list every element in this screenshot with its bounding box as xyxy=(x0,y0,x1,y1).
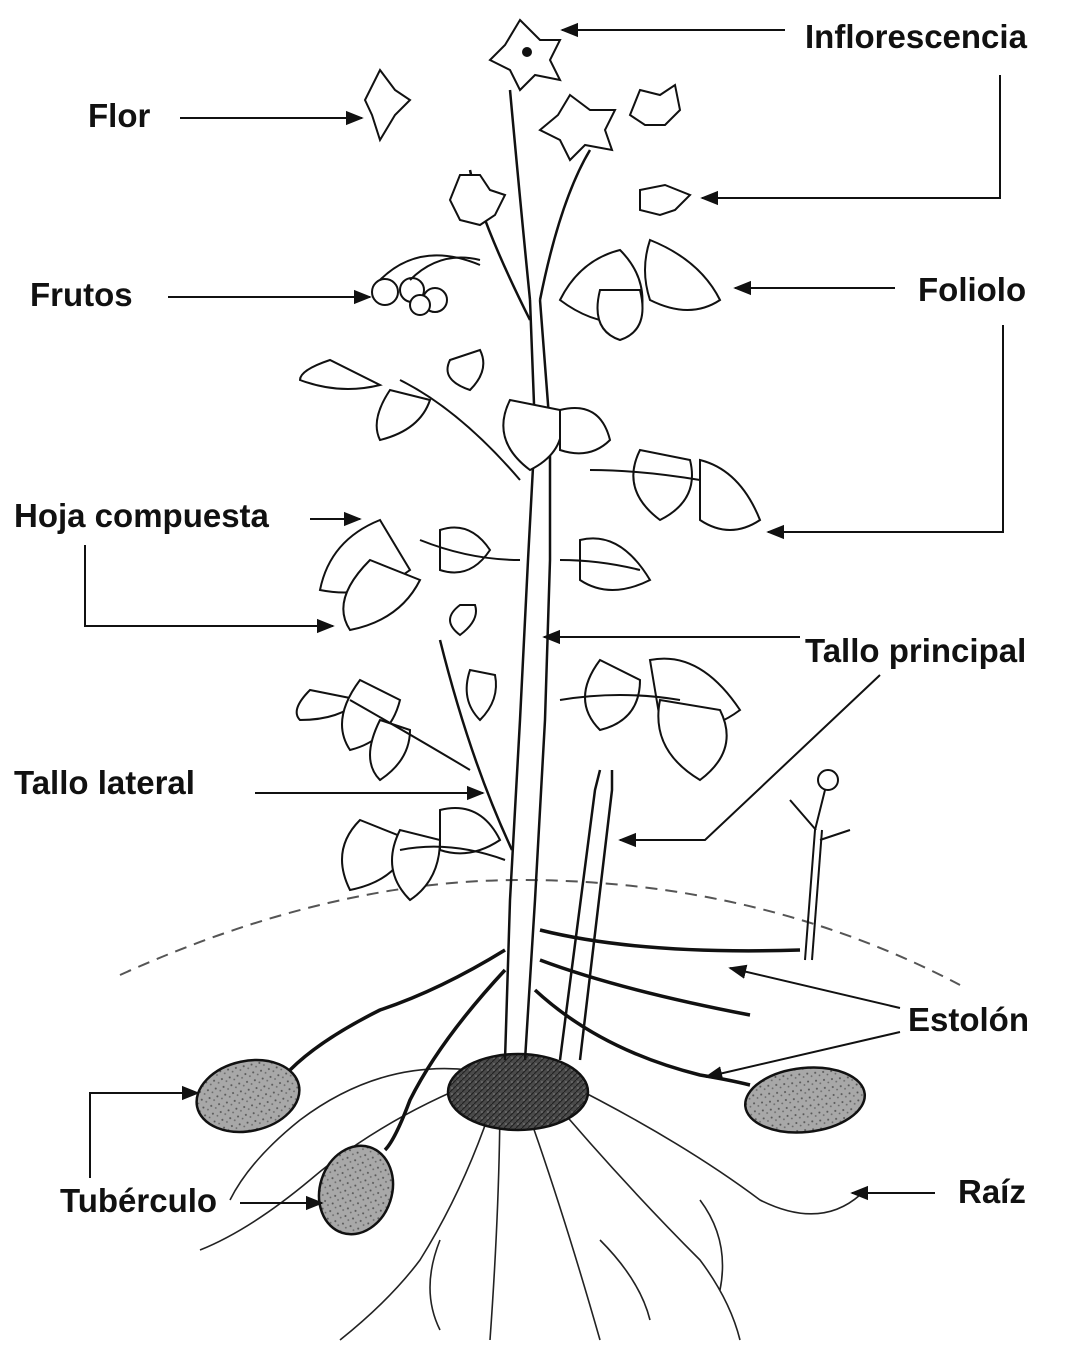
label-tallo-lateral: Tallo lateral xyxy=(14,766,195,799)
sprout xyxy=(790,770,850,960)
label-hoja-compuesta: Hoja compuesta xyxy=(14,499,269,532)
label-tallo-principal: Tallo principal xyxy=(805,634,1026,667)
label-tuberculo: Tubérculo xyxy=(60,1184,217,1217)
label-flor: Flor xyxy=(88,99,150,132)
flowers xyxy=(365,20,690,225)
main-stem xyxy=(470,90,590,1060)
tuber-lower xyxy=(308,1136,404,1244)
label-estolon: Estolón xyxy=(908,1003,1029,1036)
soil-line xyxy=(120,880,960,985)
seed-tuber xyxy=(448,1054,588,1130)
label-raiz: Raíz xyxy=(958,1175,1026,1208)
fruits xyxy=(372,255,480,315)
label-inflorescencia: Inflorescencia xyxy=(805,20,1027,53)
tuber-right xyxy=(742,1062,868,1138)
label-foliolo: Foliolo xyxy=(918,273,1026,306)
pointer-lines xyxy=(85,30,1003,1203)
tuber-left xyxy=(190,1051,306,1141)
label-frutos: Frutos xyxy=(30,278,133,311)
